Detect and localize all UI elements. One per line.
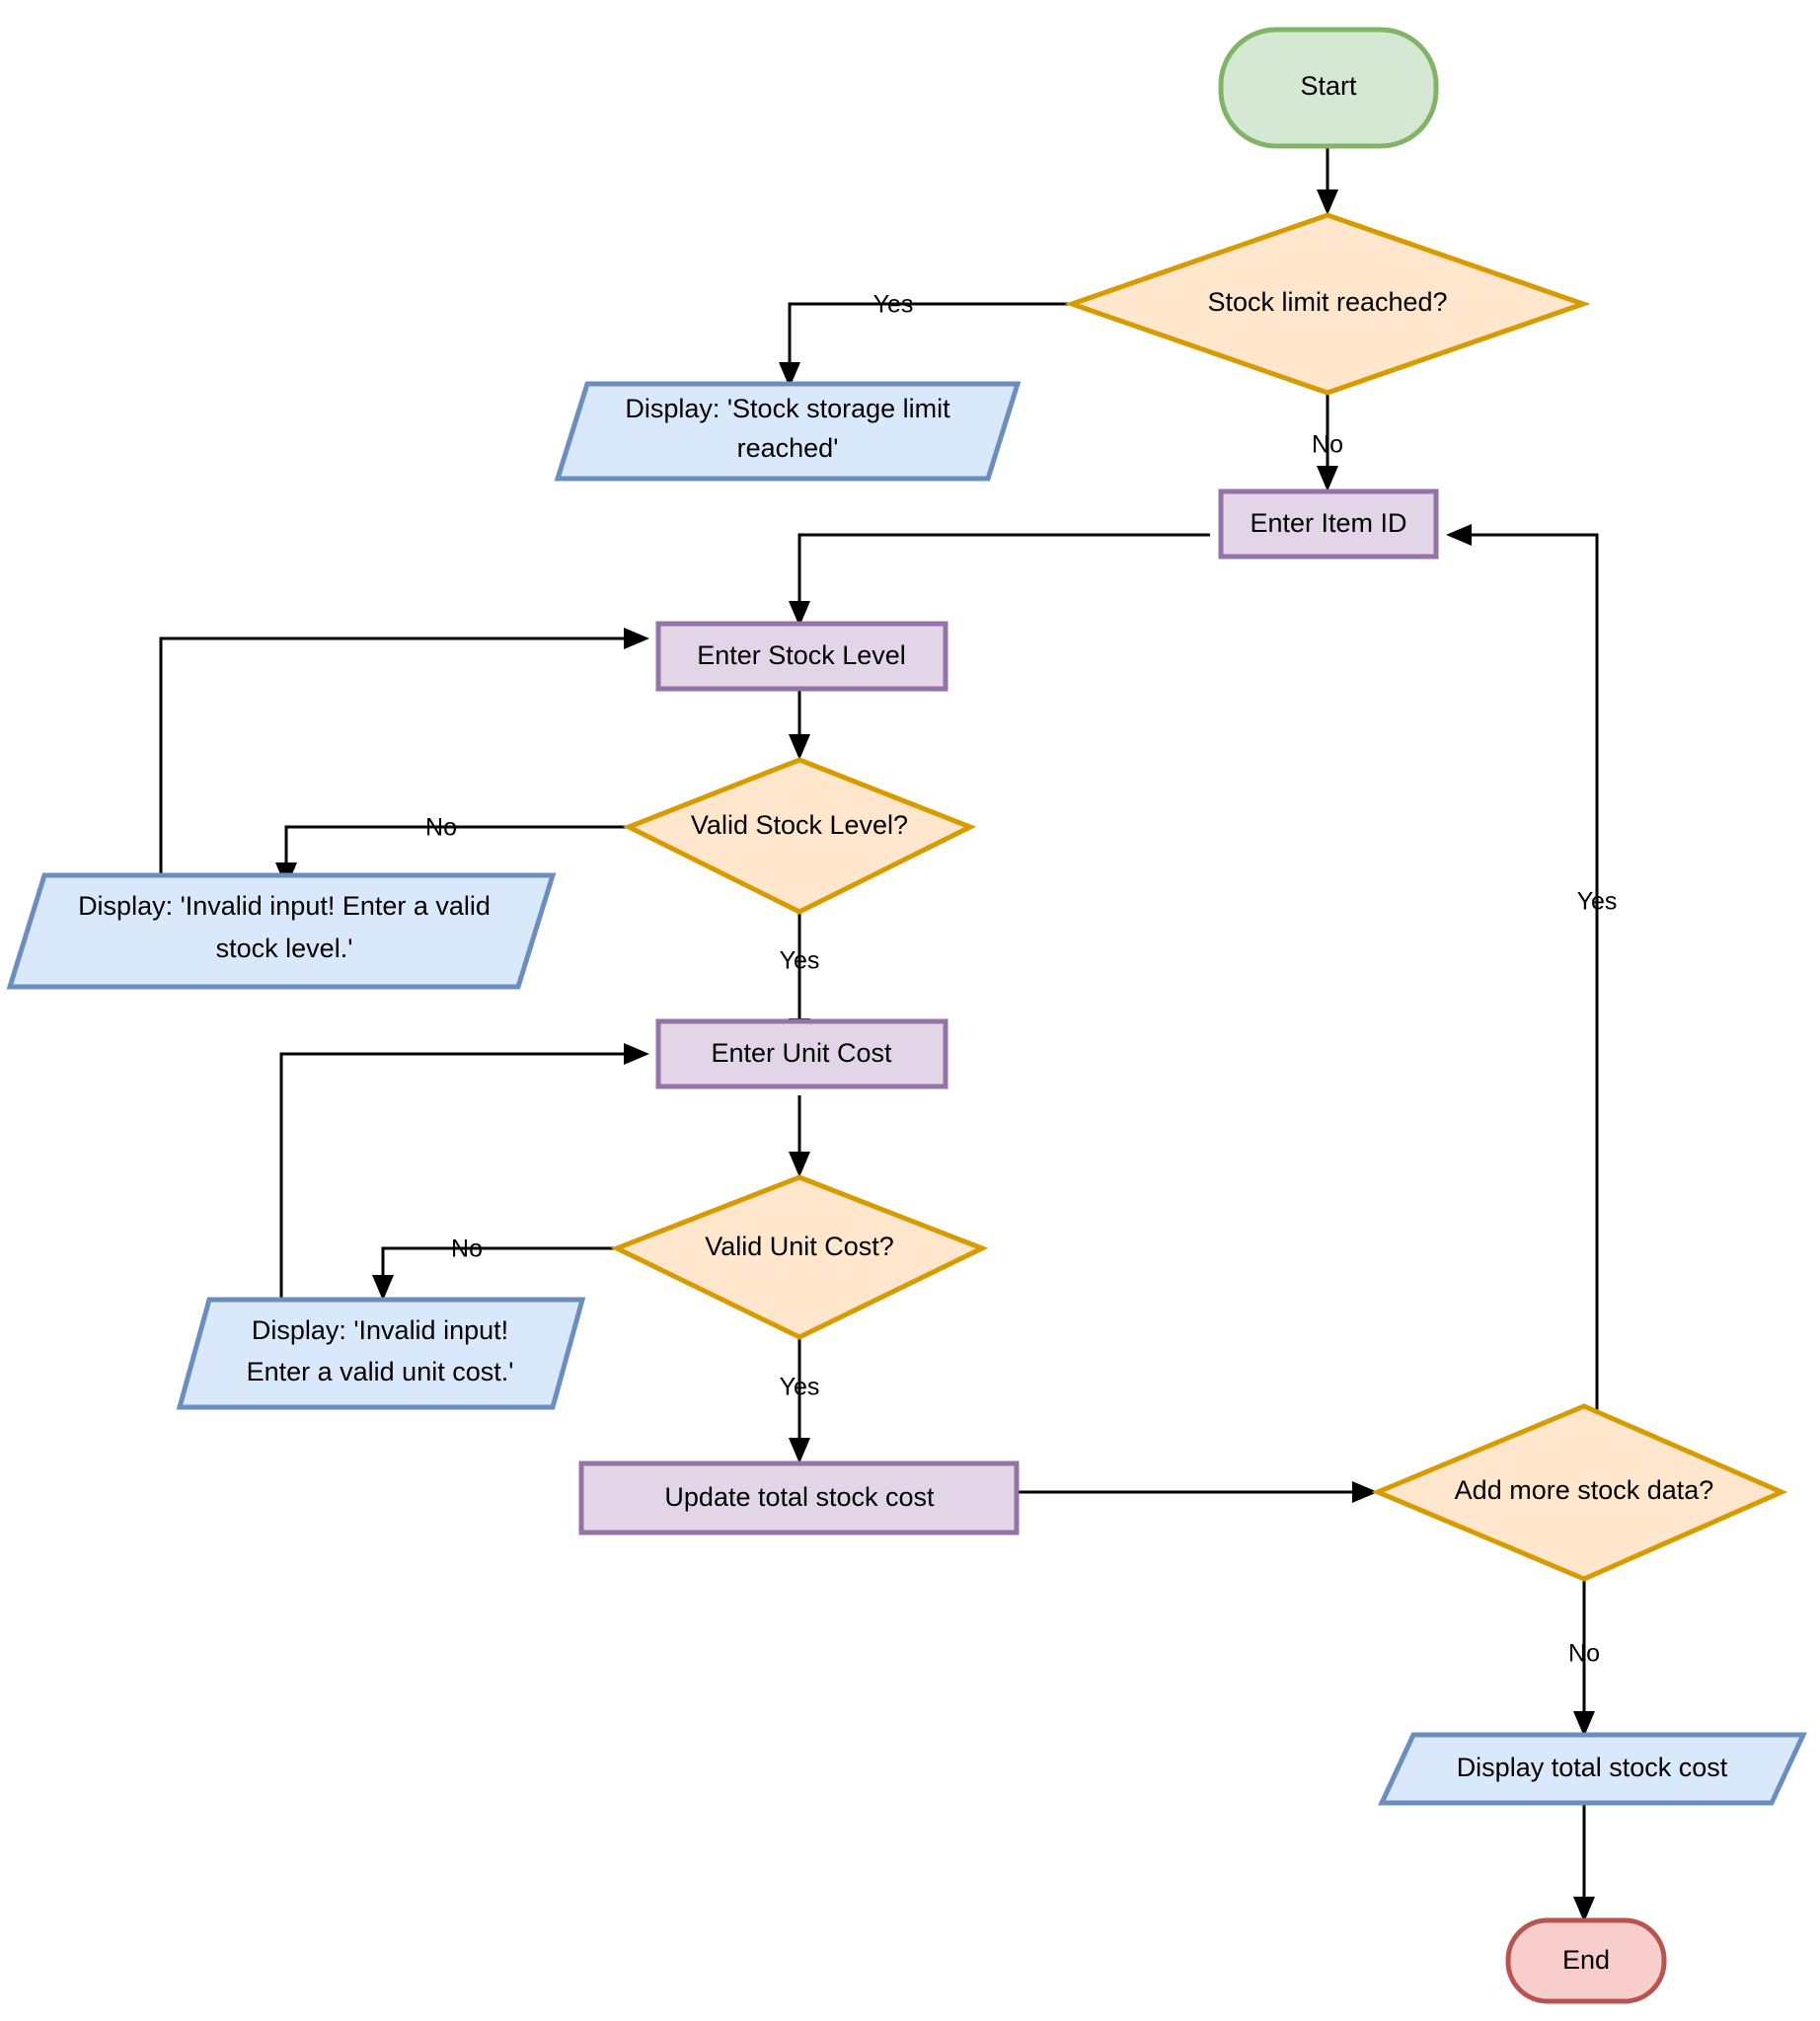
edge-add-more-no: No xyxy=(1568,1579,1600,1737)
edge-valid-unit-yes: Yes xyxy=(780,1337,820,1463)
node-update-total-label: Update total stock cost xyxy=(664,1482,935,1512)
node-invalid-stock-msg-line1: Display: 'Invalid input! Enter a valid xyxy=(78,891,491,921)
node-invalid-stock-msg-line2: stock level.' xyxy=(216,934,353,963)
edge-start-to-stock-limit xyxy=(1317,146,1338,215)
node-display-limit-label-line2: reached' xyxy=(737,433,839,463)
node-enter-stock-level-process[interactable]: Enter Stock Level xyxy=(655,621,948,692)
node-enter-unit-cost-label: Enter Unit Cost xyxy=(711,1038,892,1068)
edge-label-stock-level-no: No xyxy=(425,814,457,842)
node-end-label: End xyxy=(1562,1945,1610,1975)
edge-stock-level-to-valid xyxy=(789,689,810,760)
node-update-total-process[interactable]: Update total stock cost xyxy=(578,1460,1020,1535)
node-enter-item-id-label: Enter Item ID xyxy=(1250,508,1406,538)
edge-add-more-yes: Yes xyxy=(1446,524,1618,1494)
node-display-limit-label-line1: Display: 'Stock storage limit xyxy=(625,394,950,423)
node-add-more-label: Add more stock data? xyxy=(1455,1475,1714,1505)
edge-update-to-add-more xyxy=(1015,1481,1378,1503)
edge-label-unit-cost-yes: Yes xyxy=(780,1374,820,1401)
edge-invalid-cost-loopback xyxy=(279,1043,649,1301)
node-invalid-stock-msg-io[interactable]: Display: 'Invalid input! Enter a valid s… xyxy=(6,872,557,990)
node-valid-stock-level-label: Valid Stock Level? xyxy=(691,810,908,840)
edge-item-id-to-stock-level xyxy=(789,533,1210,627)
node-valid-unit-cost-decision[interactable]: Valid Unit Cost? xyxy=(610,1174,989,1340)
edge-unit-cost-to-valid xyxy=(789,1095,810,1177)
edge-display-total-to-end xyxy=(1573,1803,1595,1922)
node-stock-limit-label: Stock limit reached? xyxy=(1207,287,1447,317)
edge-valid-unit-no: No xyxy=(372,1235,617,1301)
node-display-total-label: Display total stock cost xyxy=(1457,1753,1728,1782)
edge-layer: Yes No No xyxy=(159,146,1618,1922)
node-invalid-cost-msg-line1: Display: 'Invalid input! xyxy=(252,1315,508,1345)
edge-stock-limit-yes: Yes xyxy=(779,291,1103,388)
edge-label-unit-cost-no: No xyxy=(451,1235,483,1263)
node-stock-limit-decision[interactable]: Stock limit reached? xyxy=(1064,212,1591,396)
node-start-label: Start xyxy=(1300,71,1357,101)
node-invalid-cost-msg-line2: Enter a valid unit cost.' xyxy=(247,1357,514,1386)
edge-label-limit-yes: Yes xyxy=(873,291,914,319)
edge-invalid-stock-loopback xyxy=(159,628,649,888)
node-enter-unit-cost-process[interactable]: Enter Unit Cost xyxy=(655,1018,948,1089)
node-display-total-io[interactable]: Display total stock cost xyxy=(1378,1732,1807,1806)
node-layer: Start Stock limit reached? Display: 'Sto… xyxy=(6,27,1807,2004)
node-display-limit-io[interactable]: Display: 'Stock storage limit reached' xyxy=(554,381,1022,482)
edge-label-add-more-no: No xyxy=(1568,1640,1600,1668)
edge-label-add-more-yes: Yes xyxy=(1577,888,1618,916)
node-end[interactable]: End xyxy=(1505,1917,1667,2004)
edge-label-stock-level-yes: Yes xyxy=(780,947,820,975)
edge-stock-limit-no: No xyxy=(1312,393,1343,491)
node-enter-stock-level-label: Enter Stock Level xyxy=(697,640,906,670)
node-start[interactable]: Start xyxy=(1218,27,1439,149)
node-add-more-decision[interactable]: Add more stock data? xyxy=(1371,1403,1788,1582)
node-valid-stock-level-decision[interactable]: Valid Stock Level? xyxy=(622,757,977,915)
edge-valid-stock-no: No xyxy=(275,814,629,888)
node-enter-item-id-process[interactable]: Enter Item ID xyxy=(1218,488,1439,560)
node-valid-unit-cost-label: Valid Unit Cost? xyxy=(705,1232,894,1261)
node-invalid-cost-msg-io[interactable]: Display: 'Invalid input! Enter a valid u… xyxy=(176,1297,586,1410)
edge-label-limit-no: No xyxy=(1312,431,1343,459)
